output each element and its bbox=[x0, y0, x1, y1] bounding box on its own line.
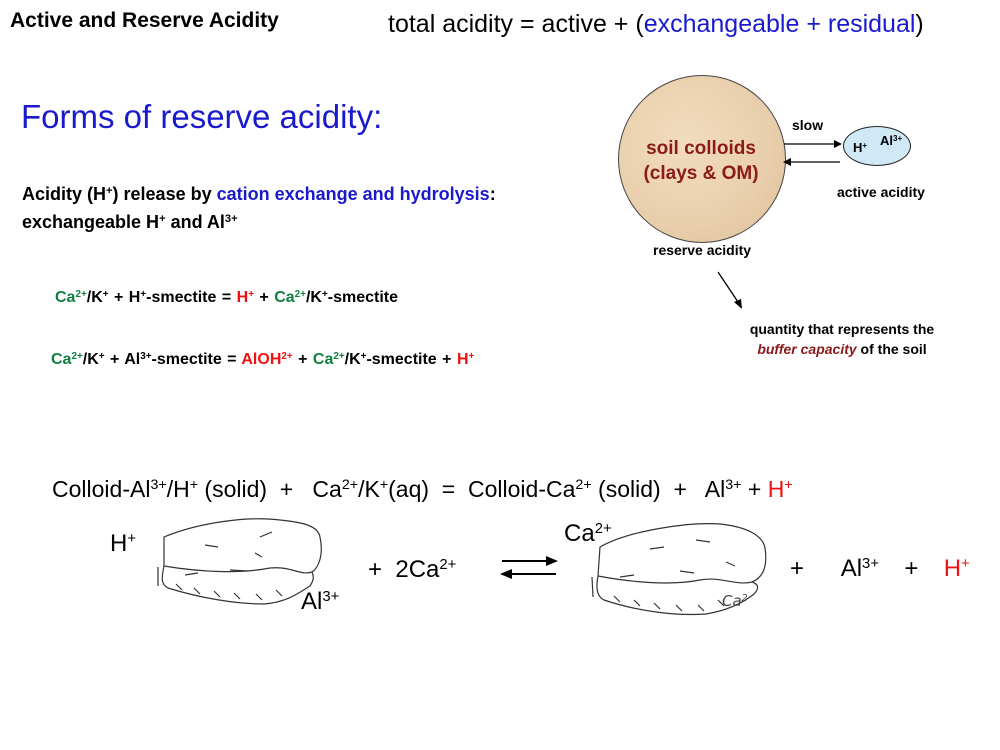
soil-colloids-label: soil colloids(clays & OM) bbox=[643, 138, 759, 184]
illustration-ca-label: Ca2+ bbox=[564, 520, 612, 547]
illustration-products: + Al3+ + H+ bbox=[790, 555, 970, 582]
reaction-al-smectite: Ca2+/K+ + Al3+-smectite = AlOH2+ + Ca2+/… bbox=[51, 350, 475, 368]
active-acidity-pool bbox=[843, 126, 911, 166]
pool-h-ion: H+ bbox=[853, 140, 868, 155]
release-description-line1: Acidity (H+) release by cation exchange … bbox=[22, 184, 496, 204]
reaction-h-smectite: Ca2+/K+ + H+-smectite = H+ + Ca2+/K+-sme… bbox=[55, 288, 399, 306]
equilibrium-arrows bbox=[500, 556, 558, 579]
handwritten-ca-label: Ca2· bbox=[722, 592, 751, 610]
colloid-exchange-equation: Colloid-Al3+/H+ (solid) + Ca2+/K+(aq) = … bbox=[52, 476, 793, 502]
slow-label: slow bbox=[792, 117, 824, 133]
exchange-arrow-left bbox=[783, 158, 840, 166]
active-acidity-label: active acidity bbox=[837, 184, 925, 200]
illustration-al-label: Al3+ bbox=[301, 588, 340, 615]
pool-al-ion: Al3+ bbox=[880, 133, 903, 148]
reserve-acidity-label: reserve acidity bbox=[653, 242, 752, 258]
soil-colloids-circle bbox=[618, 75, 786, 243]
illustration-h-label: H+ bbox=[110, 530, 137, 557]
illustration-plus-2ca: + 2Ca2+ bbox=[368, 556, 457, 583]
release-description-line2: exchangeable H+ and Al3+ bbox=[22, 212, 238, 232]
forms-heading: Forms of reserve acidity: bbox=[21, 98, 383, 135]
clay-particle-left bbox=[157, 518, 322, 605]
clay-particle-right bbox=[591, 523, 767, 616]
buffer-pointer-arrow bbox=[717, 271, 742, 309]
total-acidity-equation: total acidity = active + (exchangeable +… bbox=[388, 10, 924, 38]
slide-title: Active and Reserve Acidity bbox=[10, 9, 279, 32]
exchange-arrow-right bbox=[784, 140, 842, 148]
